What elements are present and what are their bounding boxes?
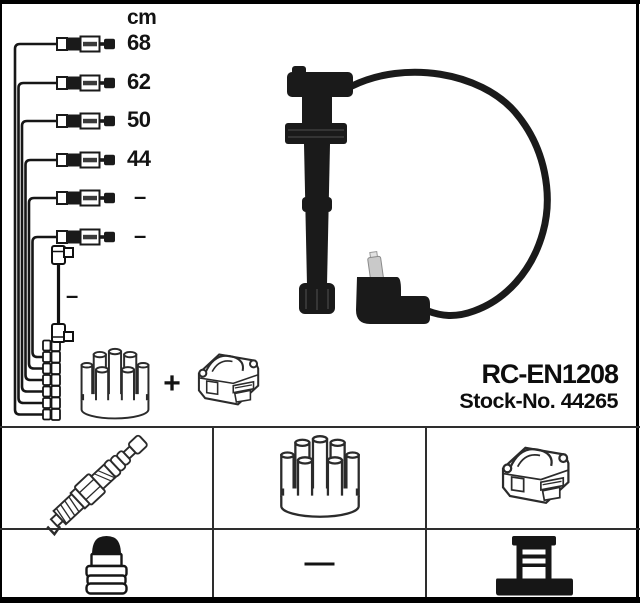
coil-lead-length: – bbox=[66, 283, 79, 308]
coil-lead-icon bbox=[51, 245, 74, 343]
plug-boot bbox=[285, 66, 353, 314]
distributor-cap-icon bbox=[276, 430, 364, 526]
elbow-boot bbox=[356, 251, 430, 324]
bottom-border bbox=[0, 597, 640, 603]
ignition-lead-photo bbox=[285, 66, 551, 324]
lead-length-3: 50 bbox=[127, 107, 151, 132]
right-border bbox=[636, 0, 639, 603]
lead-length-1: 68 bbox=[127, 30, 151, 55]
grid-line-top bbox=[0, 426, 640, 428]
distributor-cap-icon bbox=[77, 342, 153, 428]
lead-cable bbox=[348, 68, 551, 319]
ignition-coil-icon bbox=[491, 432, 577, 522]
lead-connector-icon bbox=[56, 35, 115, 246]
ignition-coil-icon bbox=[188, 340, 266, 422]
boot-ridges bbox=[288, 129, 344, 310]
top-border bbox=[0, 0, 640, 4]
lead-length-2: 62 bbox=[127, 69, 151, 94]
part-number: RC-EN1208 bbox=[481, 359, 619, 389]
distributor-end-terminals bbox=[42, 339, 61, 421]
lead-length-6: – bbox=[134, 223, 146, 248]
stud-terminal-icon bbox=[496, 536, 573, 596]
terminal-nut-icon bbox=[85, 536, 128, 595]
lead-set-diagram bbox=[13, 35, 115, 421]
lead-length-5: – bbox=[134, 184, 146, 209]
stock-number: Stock-No. 44265 bbox=[459, 389, 618, 414]
plus-sign: + bbox=[163, 367, 181, 400]
spark-plug-icon bbox=[46, 434, 148, 537]
lead-length-4: 44 bbox=[127, 146, 151, 171]
product-id-block: RC-EN1208 Stock-No. 44265 bbox=[459, 359, 619, 415]
grid-line-middle bbox=[0, 528, 640, 530]
left-border bbox=[0, 0, 2, 603]
grid-divider-1 bbox=[212, 426, 214, 597]
lead-wires bbox=[13, 42, 57, 416]
grid-divider-2 bbox=[425, 426, 427, 597]
no-part-dash: — bbox=[304, 546, 335, 579]
unit-header: cm bbox=[127, 6, 157, 29]
